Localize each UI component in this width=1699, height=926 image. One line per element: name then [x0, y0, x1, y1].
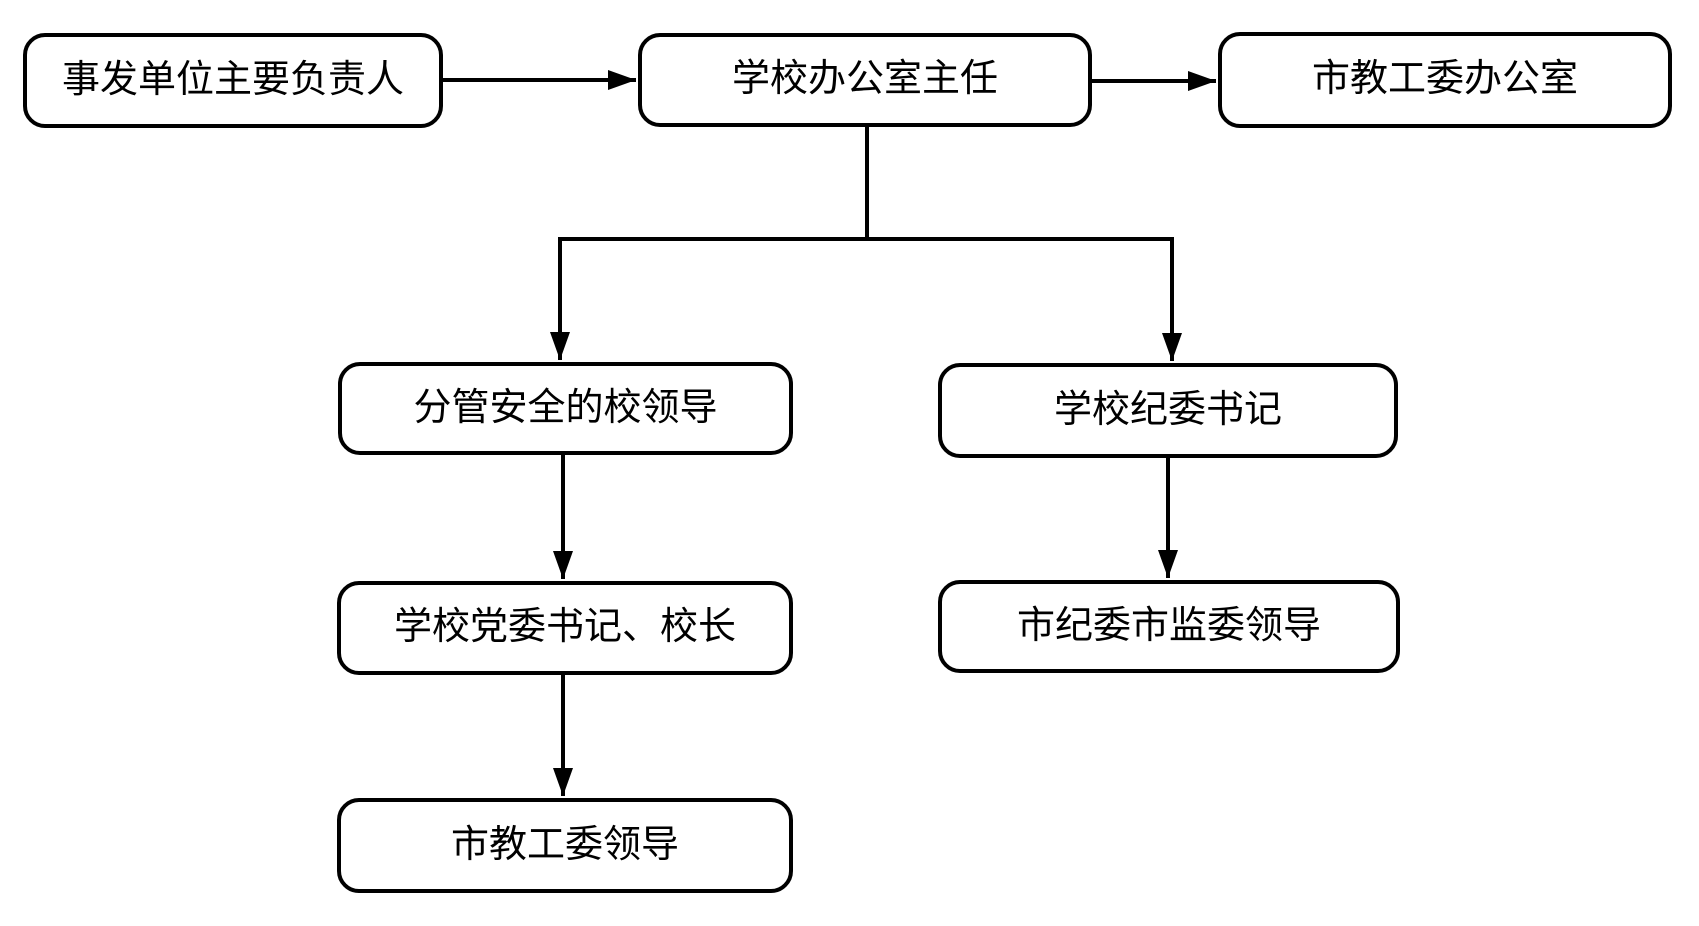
node-city-discipline-supervision-leaders: 市纪委市监委领导: [938, 580, 1400, 673]
node-incident-unit-head: 事发单位主要负责人: [23, 33, 443, 128]
node-school-office-director: 学校办公室主任: [638, 33, 1092, 127]
node-incident-unit-head-label: 事发单位主要负责人: [61, 58, 404, 101]
node-school-discipline-secretary-label: 学校纪委书记: [1053, 388, 1282, 431]
node-school-office-director-label: 学校办公室主任: [731, 58, 998, 101]
node-safety-school-leader: 分管安全的校领导: [338, 362, 793, 455]
node-safety-school-leader-label: 分管安全的校领导: [413, 386, 718, 429]
node-city-edu-committee-office: 市教工委办公室: [1218, 32, 1672, 128]
node-city-discipline-supervision-leaders-label: 市纪委市监委领导: [1016, 604, 1321, 647]
node-party-secretary-president: 学校党委书记、校长: [337, 581, 793, 675]
node-city-edu-committee-leaders-label: 市教工委领导: [450, 823, 679, 866]
node-city-edu-committee-leaders: 市教工委领导: [337, 798, 793, 893]
node-city-edu-committee-office-label: 市教工委办公室: [1311, 58, 1578, 101]
node-school-discipline-secretary: 学校纪委书记: [938, 363, 1398, 458]
node-party-secretary-president-label: 学校党委书记、校长: [393, 606, 736, 649]
